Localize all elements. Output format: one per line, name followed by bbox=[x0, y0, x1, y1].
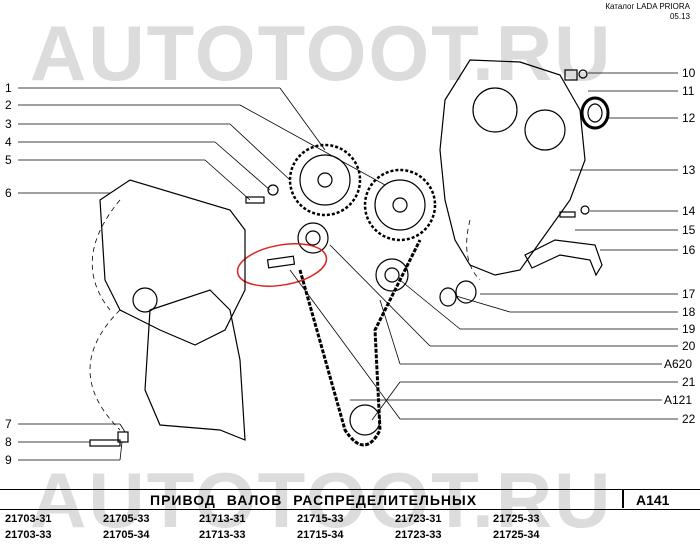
callout-number: 14 bbox=[682, 204, 696, 218]
callout-number: 12 bbox=[682, 111, 696, 125]
callout-4: 4 bbox=[5, 135, 271, 191]
callout-number: 7 bbox=[5, 417, 12, 431]
camshaft-pulley-2 bbox=[363, 168, 437, 242]
catalog-header: Каталог LADA PRIORA 05.13 bbox=[605, 2, 690, 22]
callout-number: 18 bbox=[682, 305, 696, 319]
idler-roller bbox=[375, 258, 409, 292]
model-code: 21725-34 bbox=[493, 529, 540, 541]
callouts-right: 10 11 12 13 14 15 16 17 18 19 20 A620 21… bbox=[289, 66, 696, 426]
callout-19: 19 bbox=[399, 279, 696, 336]
tensioner-roller bbox=[297, 222, 329, 254]
callout-2: 2 bbox=[5, 98, 386, 186]
callout-14: 14 bbox=[590, 204, 696, 218]
highlight-circle bbox=[236, 243, 328, 287]
bolt bbox=[266, 255, 296, 269]
rear-cover-hole-1 bbox=[472, 87, 518, 133]
watermark-bottom: AUTOTOOT.RU bbox=[30, 456, 613, 544]
rear-cover-hole-2 bbox=[524, 109, 566, 151]
rear-cover bbox=[439, 59, 586, 276]
title-separator bbox=[622, 490, 624, 508]
model-code: 21715-33 bbox=[297, 513, 344, 525]
callout-number: 5 bbox=[5, 153, 12, 167]
model-code: 21703-31 bbox=[5, 513, 52, 525]
callout-number: 11 bbox=[682, 84, 695, 98]
callout-number: 17 bbox=[682, 287, 696, 301]
spacer bbox=[439, 287, 457, 307]
callout-number: 8 bbox=[5, 435, 12, 449]
page-code: A141 bbox=[636, 492, 670, 508]
callout-number: 15 bbox=[682, 223, 696, 237]
callout-1: 1 bbox=[5, 81, 326, 151]
callout-5: 5 bbox=[5, 153, 251, 201]
callout-15: 15 bbox=[575, 223, 696, 237]
watermark-top: AUTOTOOT.RU bbox=[30, 9, 613, 97]
callout-16: 16 bbox=[600, 243, 696, 257]
callout-A620: A620 bbox=[379, 299, 692, 371]
front-cover bbox=[99, 179, 246, 346]
timing-belt bbox=[298, 239, 422, 447]
timing-drive-diagram: 1 2 3 4 5 6 7 8 9 10 11 12 13 14 15 16 1… bbox=[5, 59, 696, 467]
catalog-date: 05.13 bbox=[669, 12, 690, 21]
page-title: ПРИВОД ВАЛОВ РАСПРЕДЕЛИТЕЛЬНЫХ bbox=[150, 492, 478, 508]
model-code: 21725-33 bbox=[493, 513, 540, 525]
callout-18: 18 bbox=[455, 295, 696, 319]
camshaft-pulley-1 bbox=[288, 143, 362, 217]
callout-6: 6 bbox=[5, 186, 110, 200]
model-code: 21705-34 bbox=[103, 529, 150, 541]
model-code: 21713-31 bbox=[199, 513, 246, 525]
model-code: 21703-33 bbox=[5, 529, 52, 541]
callout-10: 10 bbox=[588, 66, 696, 80]
callout-number: 16 bbox=[682, 243, 696, 257]
model-code: 21723-31 bbox=[395, 513, 442, 525]
callout-number: 13 bbox=[682, 163, 696, 177]
callout-number: A620 bbox=[664, 357, 692, 371]
callout-13: 13 bbox=[570, 163, 696, 177]
callout-number: 1 bbox=[5, 81, 12, 95]
oil-seal bbox=[580, 96, 610, 130]
callout-11: 11 bbox=[588, 84, 695, 98]
callout-22: 22 bbox=[289, 269, 696, 426]
callout-A121: A121 bbox=[350, 393, 692, 407]
model-code: 21713-33 bbox=[199, 529, 246, 541]
callout-number: 3 bbox=[5, 117, 12, 131]
model-code: 21715-34 bbox=[297, 529, 344, 541]
callout-3: 3 bbox=[5, 117, 291, 181]
callout-number: 22 bbox=[682, 412, 696, 426]
bracket bbox=[524, 239, 603, 277]
callout-12: 12 bbox=[608, 111, 696, 125]
callout-number: 20 bbox=[682, 339, 696, 353]
catalog-name: Каталог LADA PRIORA bbox=[605, 2, 690, 11]
callout-number: 4 bbox=[5, 135, 12, 149]
callout-number: 21 bbox=[682, 375, 696, 389]
callout-number: A121 bbox=[664, 393, 692, 407]
callout-number: 19 bbox=[682, 322, 696, 336]
callout-number: 6 bbox=[5, 186, 12, 200]
callout-number: 10 bbox=[682, 66, 696, 80]
callout-17: 17 bbox=[480, 287, 696, 301]
callout-9: 9 bbox=[5, 441, 123, 467]
cap-part bbox=[564, 69, 578, 81]
callouts-left: 1 2 3 4 5 6 7 8 9 bbox=[5, 81, 386, 467]
callout-number: 9 bbox=[5, 453, 12, 467]
lower-cover bbox=[144, 289, 246, 441]
title-bar: ПРИВОД ВАЛОВ РАСПРЕДЕЛИТЕЛЬНЫХ A141 bbox=[0, 489, 700, 510]
callout-20: 20 bbox=[329, 244, 696, 353]
callout-8: 8 bbox=[5, 435, 90, 449]
callout-21: 21 bbox=[371, 375, 696, 421]
model-code: 21723-33 bbox=[395, 529, 442, 541]
model-code: 21705-33 bbox=[103, 513, 150, 525]
callout-number: 2 bbox=[5, 98, 12, 112]
callout-7: 7 bbox=[5, 417, 126, 433]
